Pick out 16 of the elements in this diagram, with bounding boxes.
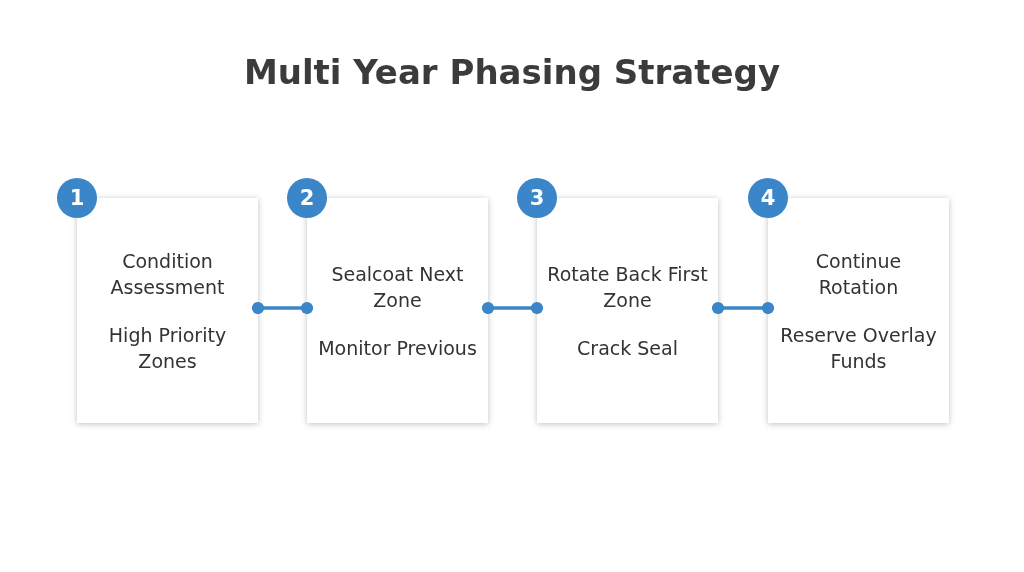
- step-heading: Condition Assessment: [109, 248, 226, 300]
- connector: [251, 301, 314, 315]
- step-text: Monitor Previous: [318, 335, 477, 361]
- step-heading: Continue Rotation: [814, 248, 903, 300]
- step-number-badge: 3: [517, 178, 557, 218]
- connector: [481, 301, 544, 315]
- step-text: High Priority Zones: [107, 322, 228, 374]
- step-text: Reserve Overlay Funds: [779, 322, 938, 374]
- step-text: Crack Seal: [577, 335, 678, 361]
- step-heading: Sealcoat Next Zone: [330, 261, 465, 313]
- diagram-title: Multi Year Phasing Strategy: [242, 52, 782, 92]
- step-number-badge: 2: [287, 178, 327, 218]
- connector: [711, 301, 775, 315]
- step-number-badge: 4: [748, 178, 788, 218]
- step-heading: Rotate Back First Zone: [546, 261, 709, 313]
- step-number-badge: 1: [57, 178, 97, 218]
